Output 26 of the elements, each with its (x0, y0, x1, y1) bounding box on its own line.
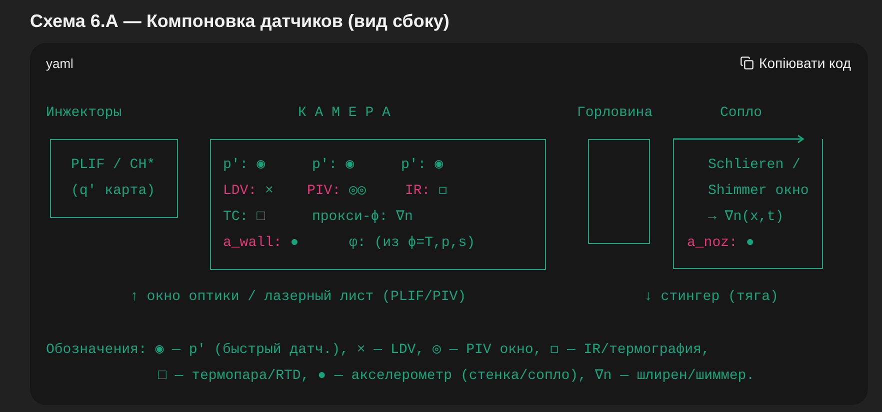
page-title: Схема 6.А — Компоновка датчиков (вид сбоку) (30, 10, 450, 33)
box-heading: Горловина (577, 104, 653, 123)
box-text: → ∇n(x,t) (708, 208, 784, 227)
box-heading: Инжекторы (46, 104, 122, 123)
box-text: прокси-ϕ: ∇n (312, 208, 413, 227)
code-language-label: yaml (46, 55, 74, 73)
note-text: ↑ окно оптики / лазерный лист (PLIF/PIV) (130, 288, 466, 307)
box-text: p′: ◉ (401, 156, 444, 175)
copy-button: Копіювати код (740, 53, 851, 73)
sensor-label: IR: ◻ (405, 182, 448, 201)
box-heading: Сопло (720, 104, 762, 123)
sensor-label: PIV: ◎◎ (307, 182, 366, 201)
note-text: □ — термопара/RTD, ● — акселерометр (стенка/сопло), ∇n — шлирен/шиммер. (158, 367, 755, 386)
sensor-label: LDV: × (223, 182, 274, 201)
box-text: PLIF / CH* (71, 156, 156, 175)
box-text: φ: (из ϕ=T,p,s) (349, 234, 476, 253)
box-text: TC: □ (223, 208, 266, 227)
note-text: Обозначения: ◉ — p′ (быстрый датч.), × — LDV, ◎ — PIV окно, ◻ — IR/термография, (46, 341, 710, 360)
box-text: p′: ◉ (223, 156, 266, 175)
sensor-label: a_noz: ● (687, 234, 754, 253)
box-heading: К А М Е Р А (298, 104, 390, 123)
sensor-label: a_wall: ● (223, 234, 299, 253)
box-text: p′: ◉ (312, 156, 354, 175)
box-text: Schlieren / Shimmer окно (708, 156, 810, 201)
note-text: ↓ стингер (тяга) (644, 288, 778, 307)
box-text: (q′ карта) (71, 182, 156, 201)
